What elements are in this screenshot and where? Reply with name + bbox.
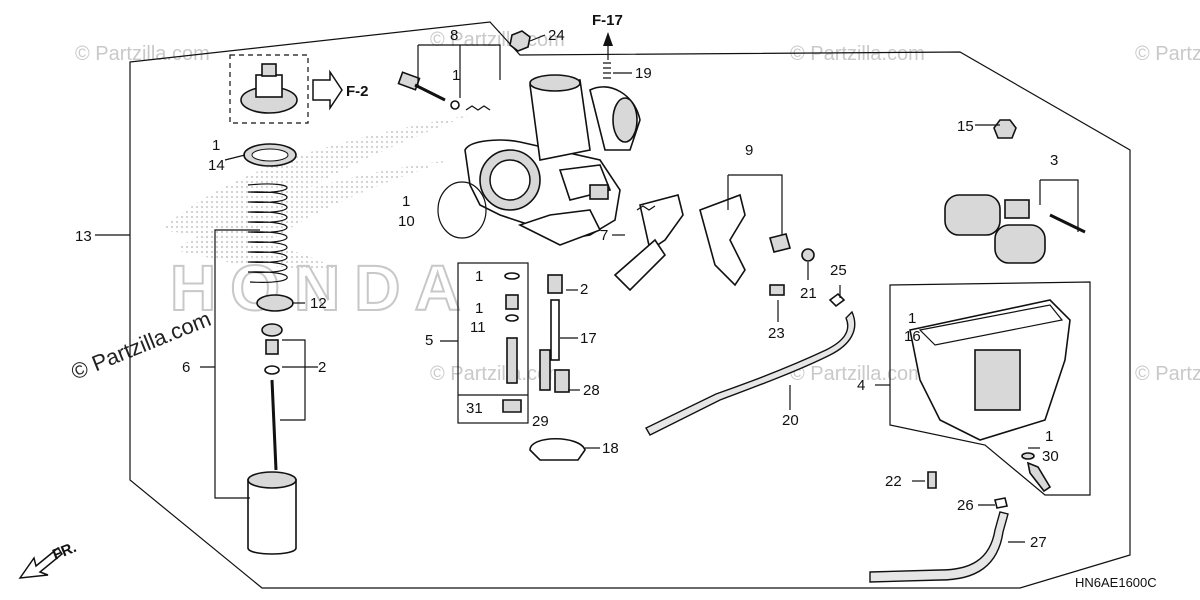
- watermark: © Partzilla.com: [790, 363, 925, 385]
- callout-13: 13: [75, 228, 92, 245]
- callout-1: 1: [212, 137, 220, 154]
- float-chamber-box: [889, 281, 1091, 496]
- reference-arrow-icon: [312, 69, 343, 111]
- jet-group-box: [457, 262, 529, 424]
- callout-20: 20: [782, 412, 799, 429]
- callout-23: 23: [768, 325, 785, 342]
- callout-labels: 13 1 14 6 12 2 8 1 24 19 1 10 1 1 11 5 3…: [75, 27, 1059, 551]
- diagram-code: HN6AE1600C: [1075, 575, 1157, 590]
- front-direction-arrow-icon: [18, 546, 64, 579]
- callout-5: 5: [425, 332, 433, 349]
- callout-1: 1: [452, 67, 460, 84]
- watermark: © Partzilla.com: [75, 43, 210, 65]
- callout-10: 10: [398, 213, 415, 230]
- brand-logo-text: HONDA: [170, 252, 475, 324]
- reference-f17: F-17: [592, 12, 623, 29]
- float-pin-clip-part: [529, 438, 586, 461]
- jet-parts: [502, 272, 570, 413]
- callout-31: 31: [466, 400, 483, 417]
- callout-12: 12: [310, 295, 327, 312]
- float-part: [944, 194, 1086, 264]
- watermark: © Partzilla.com: [1135, 363, 1200, 385]
- callout-7: 7: [600, 227, 608, 244]
- callout-22: 22: [885, 473, 902, 490]
- choke-lever-part: [613, 194, 684, 292]
- callout-6: 6: [182, 359, 190, 376]
- leader-lines: [95, 34, 1079, 543]
- callout-26: 26: [957, 497, 974, 514]
- fuel-hose-part: [645, 310, 856, 436]
- callout-17: 17: [580, 330, 597, 347]
- callout-19: 19: [635, 65, 652, 82]
- watermark: © Partzilla.com: [430, 363, 565, 385]
- callout-2: 2: [318, 359, 326, 376]
- callout-3: 3: [1050, 152, 1058, 169]
- watermark: © Partzilla.com: [1135, 43, 1200, 65]
- callout-1: 1: [475, 300, 483, 317]
- slide-assembly: [243, 143, 297, 555]
- reference-box: [229, 54, 309, 124]
- callout-14: 14: [208, 157, 225, 174]
- callout-16: 16: [904, 328, 921, 345]
- hose-clip-part: [828, 292, 846, 308]
- callout-15: 15: [957, 118, 974, 135]
- callout-1: 1: [908, 310, 916, 327]
- callout-25: 25: [830, 262, 847, 279]
- callout-2: 2: [580, 281, 588, 298]
- tube-clip-part: [994, 497, 1008, 509]
- callout-28: 28: [583, 382, 600, 399]
- top-cap-part: [240, 63, 298, 114]
- drain-tube-part: [869, 511, 1009, 583]
- callout-11: 11: [470, 319, 486, 336]
- callout-4: 4: [857, 377, 865, 394]
- callout-1: 1: [402, 193, 410, 210]
- reference-f2: F-2: [346, 83, 369, 100]
- float-valve-part: [993, 119, 1017, 139]
- callout-9: 9: [745, 142, 753, 159]
- o-ring-part: [437, 181, 487, 239]
- drain-screw-part: [927, 471, 937, 489]
- callout-8: 8: [450, 27, 458, 44]
- bracket-part: [699, 193, 815, 296]
- callout-24: 24: [548, 27, 565, 44]
- front-direction-label: FR.: [50, 539, 79, 564]
- screw-set: [397, 30, 611, 111]
- reference-arrow-icon: [603, 32, 613, 46]
- callout-29: 29: [532, 413, 549, 430]
- callout-18: 18: [602, 440, 619, 457]
- assembly-border: [129, 21, 1131, 589]
- callout-21: 21: [800, 285, 817, 302]
- callout-1: 1: [1045, 428, 1053, 445]
- callout-30: 30: [1042, 448, 1059, 465]
- callout-1: 1: [475, 268, 483, 285]
- callout-27: 27: [1030, 534, 1047, 551]
- brand-logo: HONDA: [160, 115, 475, 325]
- float-chamber-part: [909, 299, 1071, 493]
- carburetor-body: [464, 74, 641, 246]
- watermark: © Partzilla.com: [790, 43, 925, 65]
